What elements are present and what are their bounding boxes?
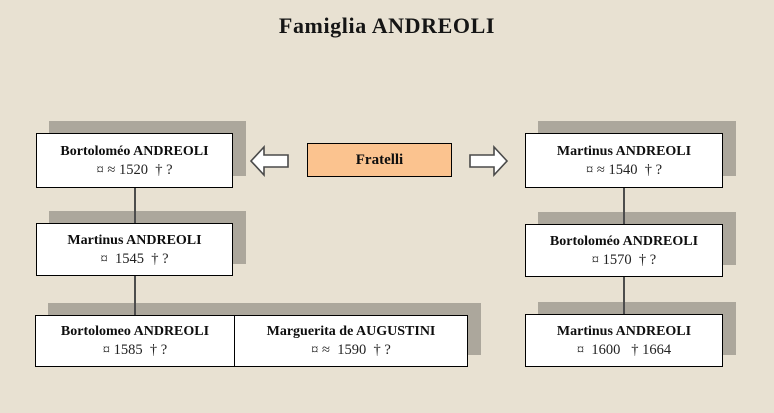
person-dates: ¤ ≈ 1590 † ? — [311, 342, 391, 358]
person-box-left-gen1: Bortoloméo ANDREOLI ¤ ≈ 1520 † ? — [36, 133, 233, 188]
person-dates: ¤ 1545 † ? — [100, 250, 169, 267]
couple-box-left-gen3: Bortolomeo ANDREOLI ¤ 1585 † ? Marguerit… — [35, 315, 468, 367]
person-box-right-gen1: Martinus ANDREOLI ¤ ≈ 1540 † ? — [525, 133, 723, 188]
person-name: Marguerita de AUGUSTINI — [266, 324, 436, 339]
person-name: Bortolomeo ANDREOLI — [60, 324, 210, 339]
person-dates: ¤ ≈ 1520 † ? — [96, 161, 173, 178]
person-box-left-gen2: Martinus ANDREOLI ¤ 1545 † ? — [36, 223, 233, 276]
person-dates: ¤ ≈ 1540 † ? — [585, 161, 663, 178]
person-box-right-gen2: Bortoloméo ANDREOLI ¤ 1570 † ? — [525, 224, 723, 277]
person-name: Martinus ANDREOLI — [556, 323, 692, 339]
person-box-right-gen3: Martinus ANDREOLI ¤ 1600 † 1664 — [525, 314, 723, 367]
person-box-left-gen3-spouse: Marguerita de AUGUSTINI ¤ ≈ 1590 † ? — [235, 316, 467, 366]
person-box-left-gen3: Bortolomeo ANDREOLI ¤ 1585 † ? — [36, 316, 235, 366]
left-arrow-icon — [250, 145, 289, 177]
connector-line — [623, 187, 625, 225]
page-title: Famiglia ANDREOLI — [278, 13, 496, 38]
relationship-label: Fratelli — [307, 143, 452, 177]
person-dates: ¤ 1585 † ? — [102, 342, 168, 358]
connector-line — [134, 275, 136, 316]
person-dates: ¤ 1600 † 1664 — [576, 341, 672, 358]
person-name: Bortoloméo ANDREOLI — [60, 143, 209, 159]
person-name: Martinus ANDREOLI — [556, 143, 692, 159]
connector-line — [623, 276, 625, 315]
connector-line — [134, 187, 136, 224]
person-dates: ¤ 1570 † ? — [591, 251, 657, 268]
person-name: Bortoloméo ANDREOLI — [549, 233, 699, 249]
person-name: Martinus ANDREOLI — [67, 232, 202, 248]
right-arrow-icon — [469, 145, 508, 177]
